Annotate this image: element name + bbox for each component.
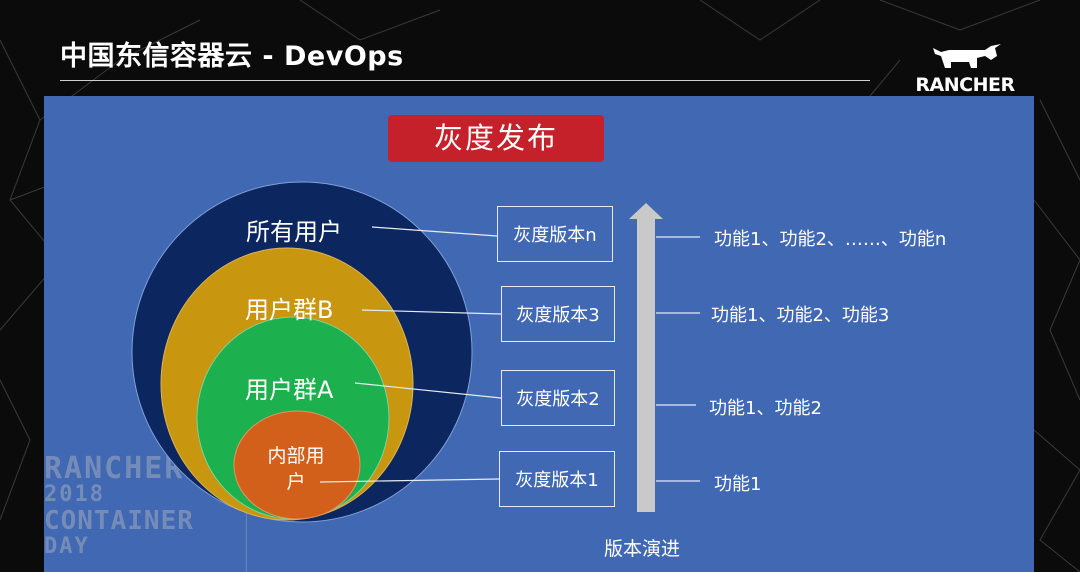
feature-label-3: 功能1、功能2、功能3 [711,305,890,326]
feature-label-1: 功能1 [714,474,762,495]
group-label-user-group-b: 用户群B [245,296,334,324]
watermark-line: CONTAINER [44,506,194,536]
rancher-logo-text: RANCHER [915,74,1015,96]
connector-line [371,226,498,237]
feature-label-n: 功能1、功能2、……、功能n [714,229,947,250]
rancher-bull-icon [933,44,1001,68]
version-box-n: 灰度版本n [497,206,613,262]
arrow-up-icon [629,203,663,219]
rancher-logo: RANCHER [905,38,1025,98]
circle-internal-users [233,410,361,520]
watermark-line: RANCHER [44,451,185,486]
version-box-1: 灰度版本1 [499,451,615,507]
connector-line [354,382,502,399]
axis-label-version-evolution: 版本演进 [604,538,681,560]
header-divider [60,80,870,81]
watermark-divider [246,484,247,572]
group-label-internal-users: 内部用户 [267,445,325,493]
version-box-2: 灰度版本2 [501,370,615,426]
watermark-line: DAY [44,534,90,559]
watermark-line: 2018 [44,482,105,507]
diagram-title: 灰度发布 [388,115,604,162]
feature-label-2: 功能1、功能2 [709,398,822,419]
version-box-3: 灰度版本3 [501,286,615,342]
connector-line [361,309,502,315]
group-label-user-group-a: 用户群A [245,376,334,404]
event-watermark: RANCHER 2018 CONTAINER DAY [44,451,194,560]
page-title: 中国东信容器云 - DevOps [60,41,404,72]
group-label-all-users: 所有用户 [246,218,342,246]
version-evolution-arrow-shaft [637,218,655,512]
connector-line [319,478,500,483]
